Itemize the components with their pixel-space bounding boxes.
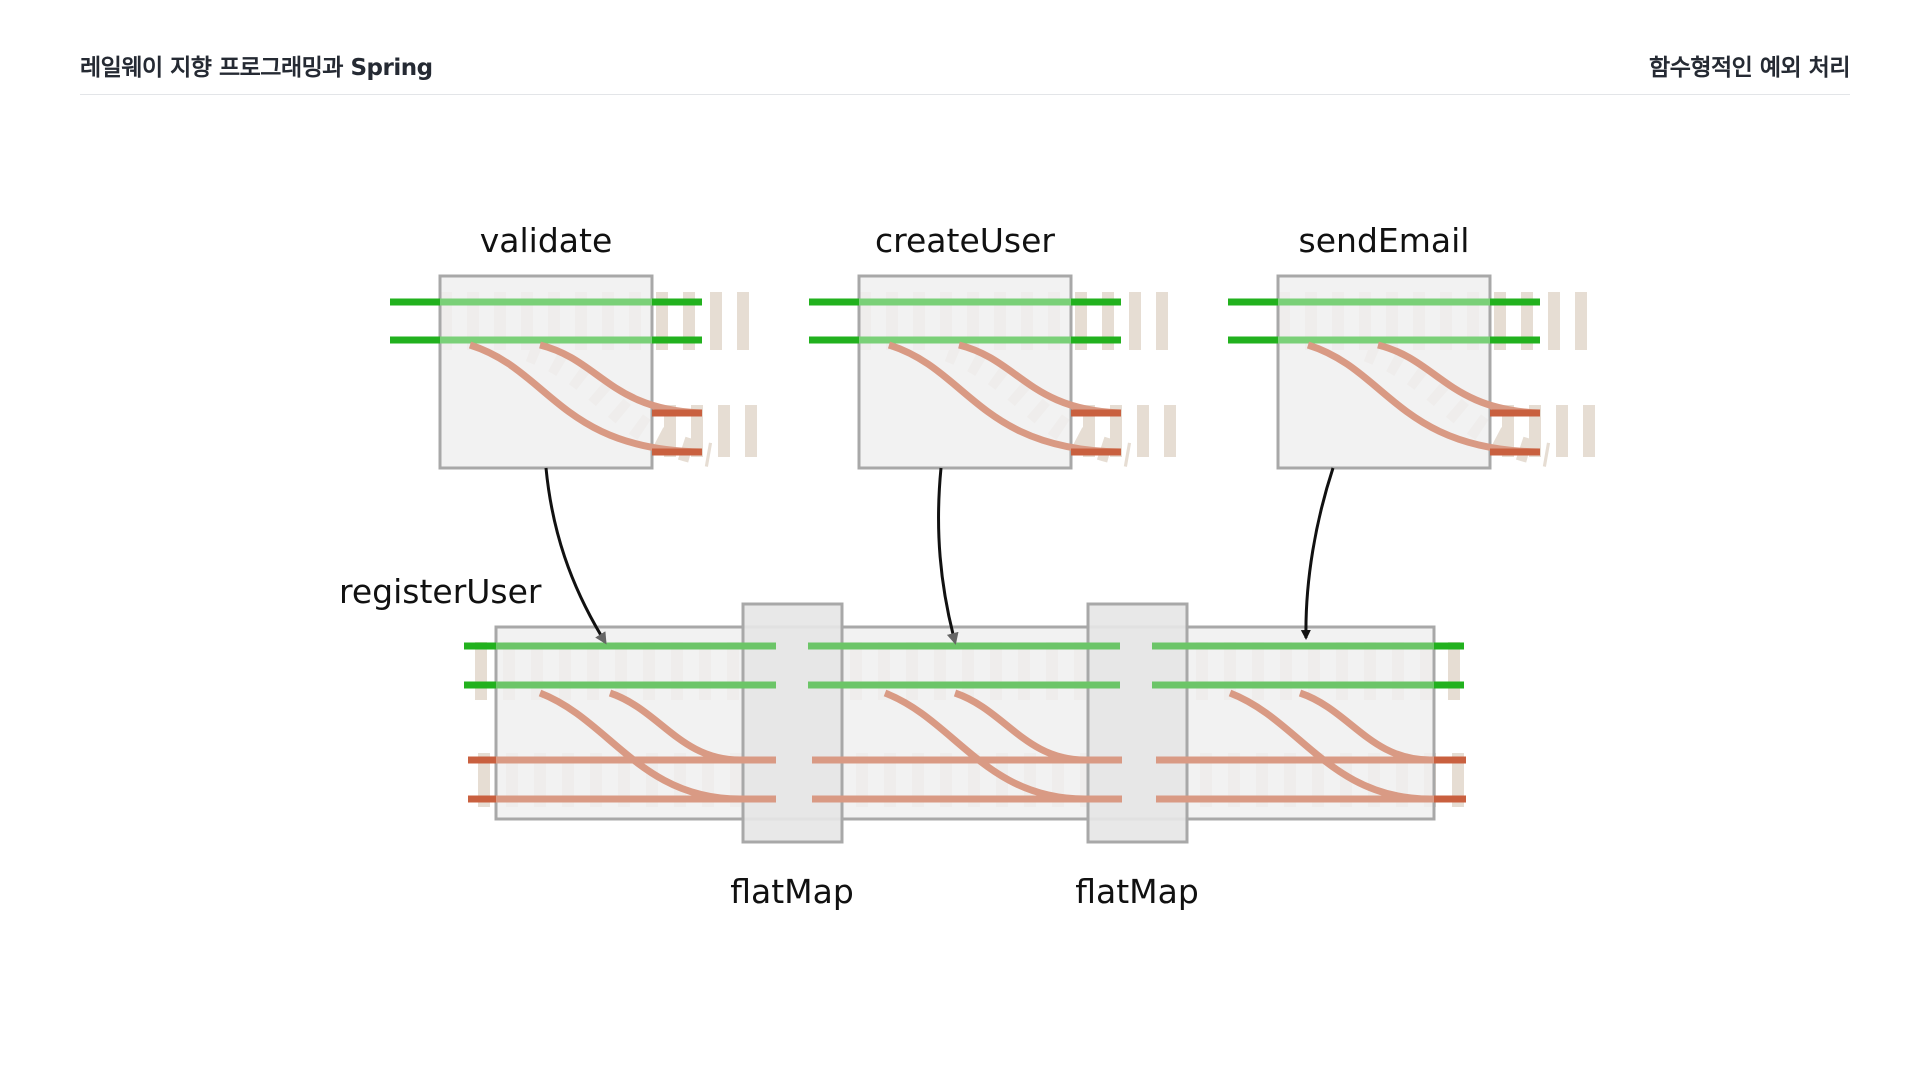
arrow-validate-to-pipeline xyxy=(544,467,607,645)
arrow-createUser-to-pipeline xyxy=(937,467,959,645)
switch-sendEmail: sendEmail xyxy=(1228,221,1595,470)
pipeline-box xyxy=(494,625,1436,821)
failure-branch-lower xyxy=(887,341,1122,456)
failure-branch-lower xyxy=(468,341,703,456)
failure-branch-lower xyxy=(1306,341,1541,456)
presentation-title: 레일웨이 지향 프로그래밍과 Spring xyxy=(80,55,433,81)
pipeline-registerUser: registerUser xyxy=(339,572,1466,911)
flatmap-label-2: flatMap xyxy=(1075,872,1199,911)
switch-validate: validate xyxy=(390,221,757,470)
switch-label-createUser: createUser xyxy=(875,221,1055,260)
pipeline-branches xyxy=(538,689,1431,803)
flatmap-connector-1 xyxy=(741,602,844,844)
switch-label-sendEmail: sendEmail xyxy=(1299,221,1470,260)
flatmap-label-1: flatMap xyxy=(730,872,854,911)
section-title: 함수형적인 예외 처리 xyxy=(1649,55,1850,81)
arrows xyxy=(544,467,1335,645)
arrow-sendEmail-to-pipeline xyxy=(1300,467,1335,640)
flatmap-connector-2 xyxy=(1086,602,1189,844)
pipeline-label: registerUser xyxy=(339,572,542,611)
page-header: 레일웨이 지향 프로그래밍과 Spring 함수형적인 예외 처리 xyxy=(80,0,1850,95)
pipeline-success-rails xyxy=(464,642,1464,689)
switch-createUser: createUser xyxy=(809,221,1176,470)
switch-label-validate: validate xyxy=(480,221,613,260)
